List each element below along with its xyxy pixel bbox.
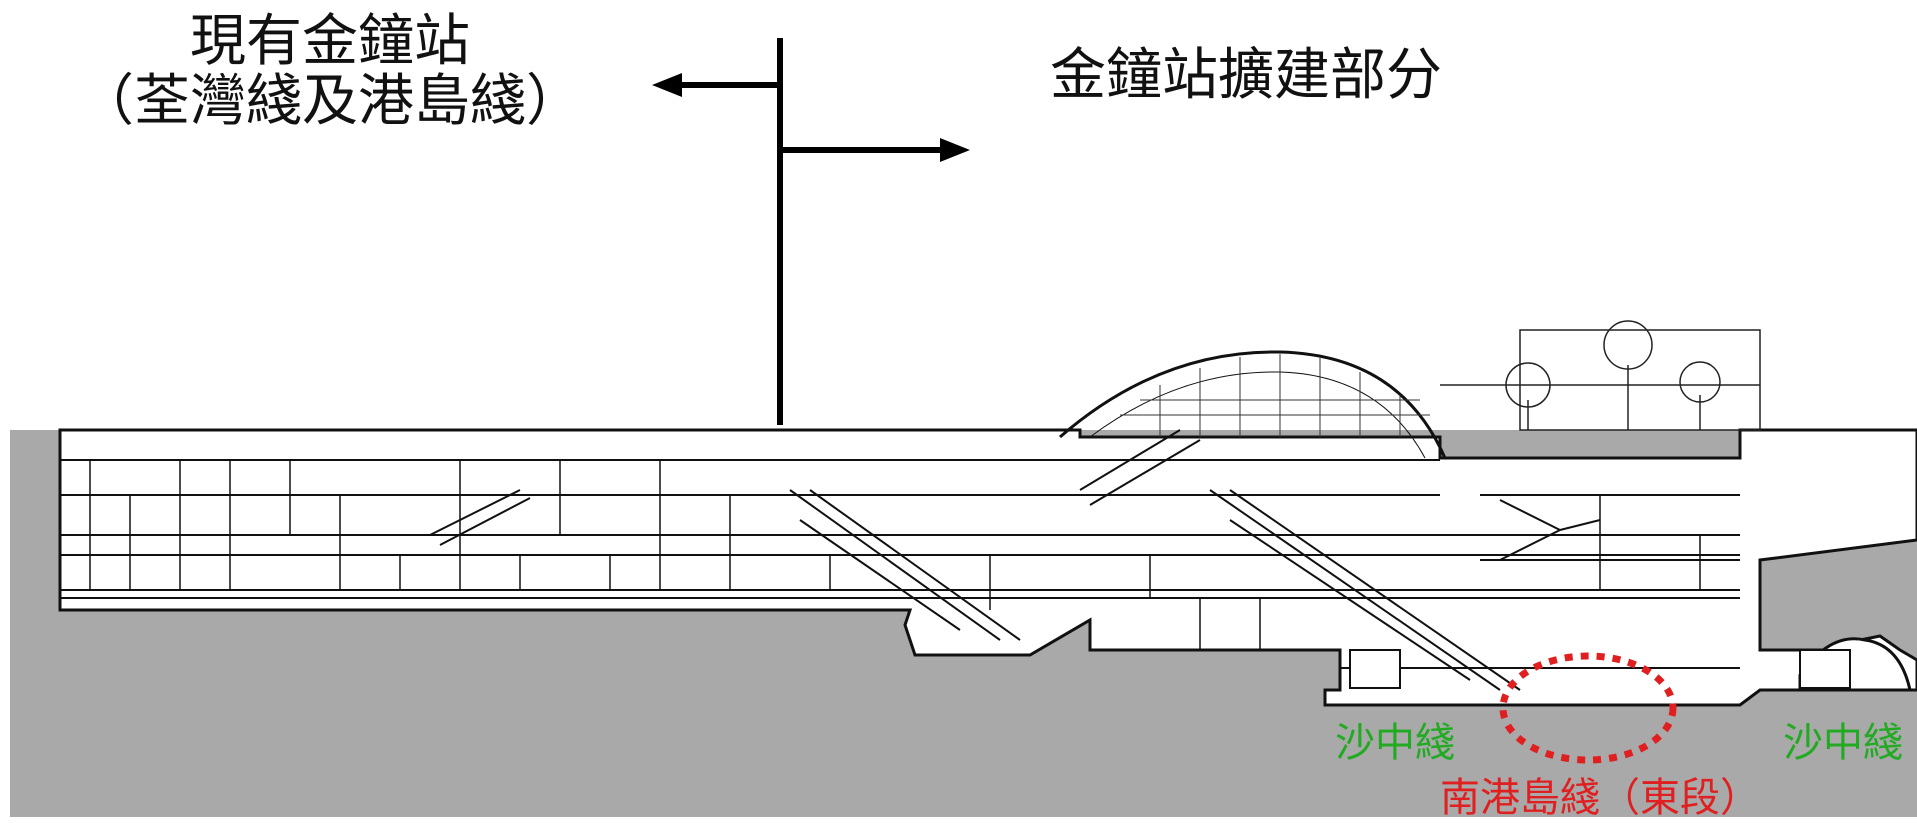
existing-station-line1: 現有金鐘站	[190, 9, 470, 74]
scl-right-label: 沙中綫	[1783, 720, 1903, 766]
escalators	[429, 429, 1601, 691]
divider-arrows	[652, 38, 970, 425]
roof-dome	[1059, 350, 1447, 459]
existing-station-line2: （荃灣綫及港島綫）	[78, 69, 582, 134]
sil-highlight-ellipse	[1499, 652, 1677, 764]
surface-buildings	[1440, 320, 1761, 431]
scl-left-label: 沙中綫	[1335, 720, 1455, 766]
extension-label: 金鐘站擴建部分	[1050, 43, 1442, 108]
sil-east-label: 南港島綫（東段）	[1440, 775, 1760, 821]
station-box	[58, 428, 1917, 707]
existing-station-label: 現有金鐘站 （荃灣綫及港島綫）	[60, 12, 600, 132]
